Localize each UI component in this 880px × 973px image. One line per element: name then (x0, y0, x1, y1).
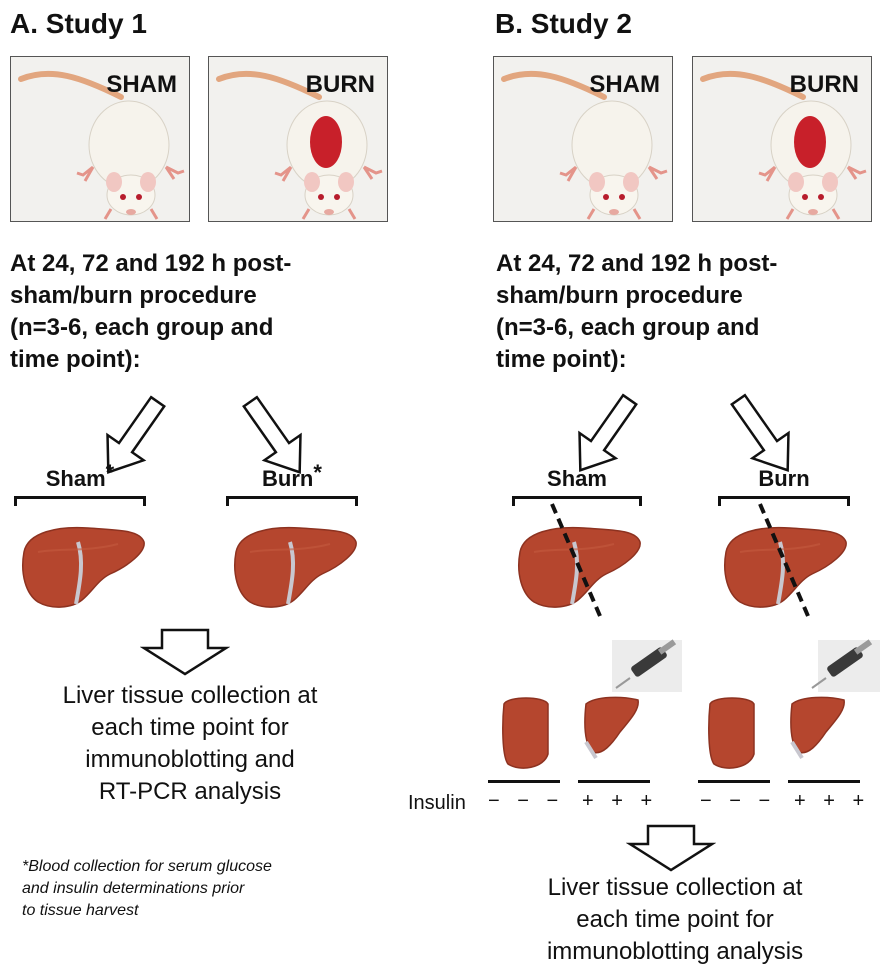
study1-burn-label: BURN (306, 71, 375, 99)
insulin-plus-1: + + + (582, 790, 658, 813)
group-underline (788, 780, 860, 783)
study2-group-burn: Burn (718, 466, 850, 492)
study1-group-burn: Burn* (226, 466, 358, 492)
study2-group-sham: Sham (512, 466, 642, 492)
liver-icon (230, 522, 360, 612)
cut-line-icon (546, 500, 606, 620)
study1-burn-bracket (226, 496, 358, 506)
liver-piece-icon (582, 692, 642, 762)
arrow-down-icon (626, 824, 716, 872)
study1-procedure-text: At 24, 72 and 192 h post- sham/burn proc… (10, 248, 380, 376)
insulin-plus-2: + + + (794, 790, 870, 813)
liver-icon (18, 522, 148, 612)
group-underline (488, 780, 560, 783)
study2-procedure-text: At 24, 72 and 192 h post- sham/burn proc… (496, 248, 866, 376)
study2-result-text: Liver tissue collection at each time poi… (500, 872, 850, 968)
study2-sham-label: SHAM (589, 71, 660, 99)
study1-footnote: *Blood collection for serum glucose and … (22, 856, 382, 922)
liver-piece-icon (788, 692, 848, 762)
study1-group-sham: Sham* (14, 466, 146, 492)
study1-sham-rat-image: SHAM (10, 56, 190, 222)
study2-sham-rat-image: SHAM (493, 56, 673, 222)
group-underline (698, 780, 770, 783)
group-underline (578, 780, 650, 783)
liver-piece-icon (706, 694, 758, 774)
study1-title: A. Study 1 (10, 8, 147, 40)
burn-mark-icon (310, 116, 342, 168)
arrow-down-icon (140, 628, 230, 676)
study1-sham-label: SHAM (106, 71, 177, 99)
burn-mark-icon (794, 116, 826, 168)
insulin-minus-2: − − − (700, 790, 776, 813)
study2-burn-rat-image: BURN (692, 56, 872, 222)
liver-piece-icon (500, 694, 552, 774)
study2-burn-label: BURN (790, 71, 859, 99)
study1-result-text: Liver tissue collection at each time poi… (10, 680, 370, 808)
insulin-label: Insulin (408, 792, 466, 815)
insulin-minus-1: − − − (488, 790, 564, 813)
study1-sham-bracket (14, 496, 146, 506)
study2-title: B. Study 2 (495, 8, 632, 40)
study1-burn-rat-image: BURN (208, 56, 388, 222)
syringe-icon (612, 638, 682, 698)
cut-line-icon (754, 500, 814, 620)
syringe-icon (808, 638, 878, 698)
